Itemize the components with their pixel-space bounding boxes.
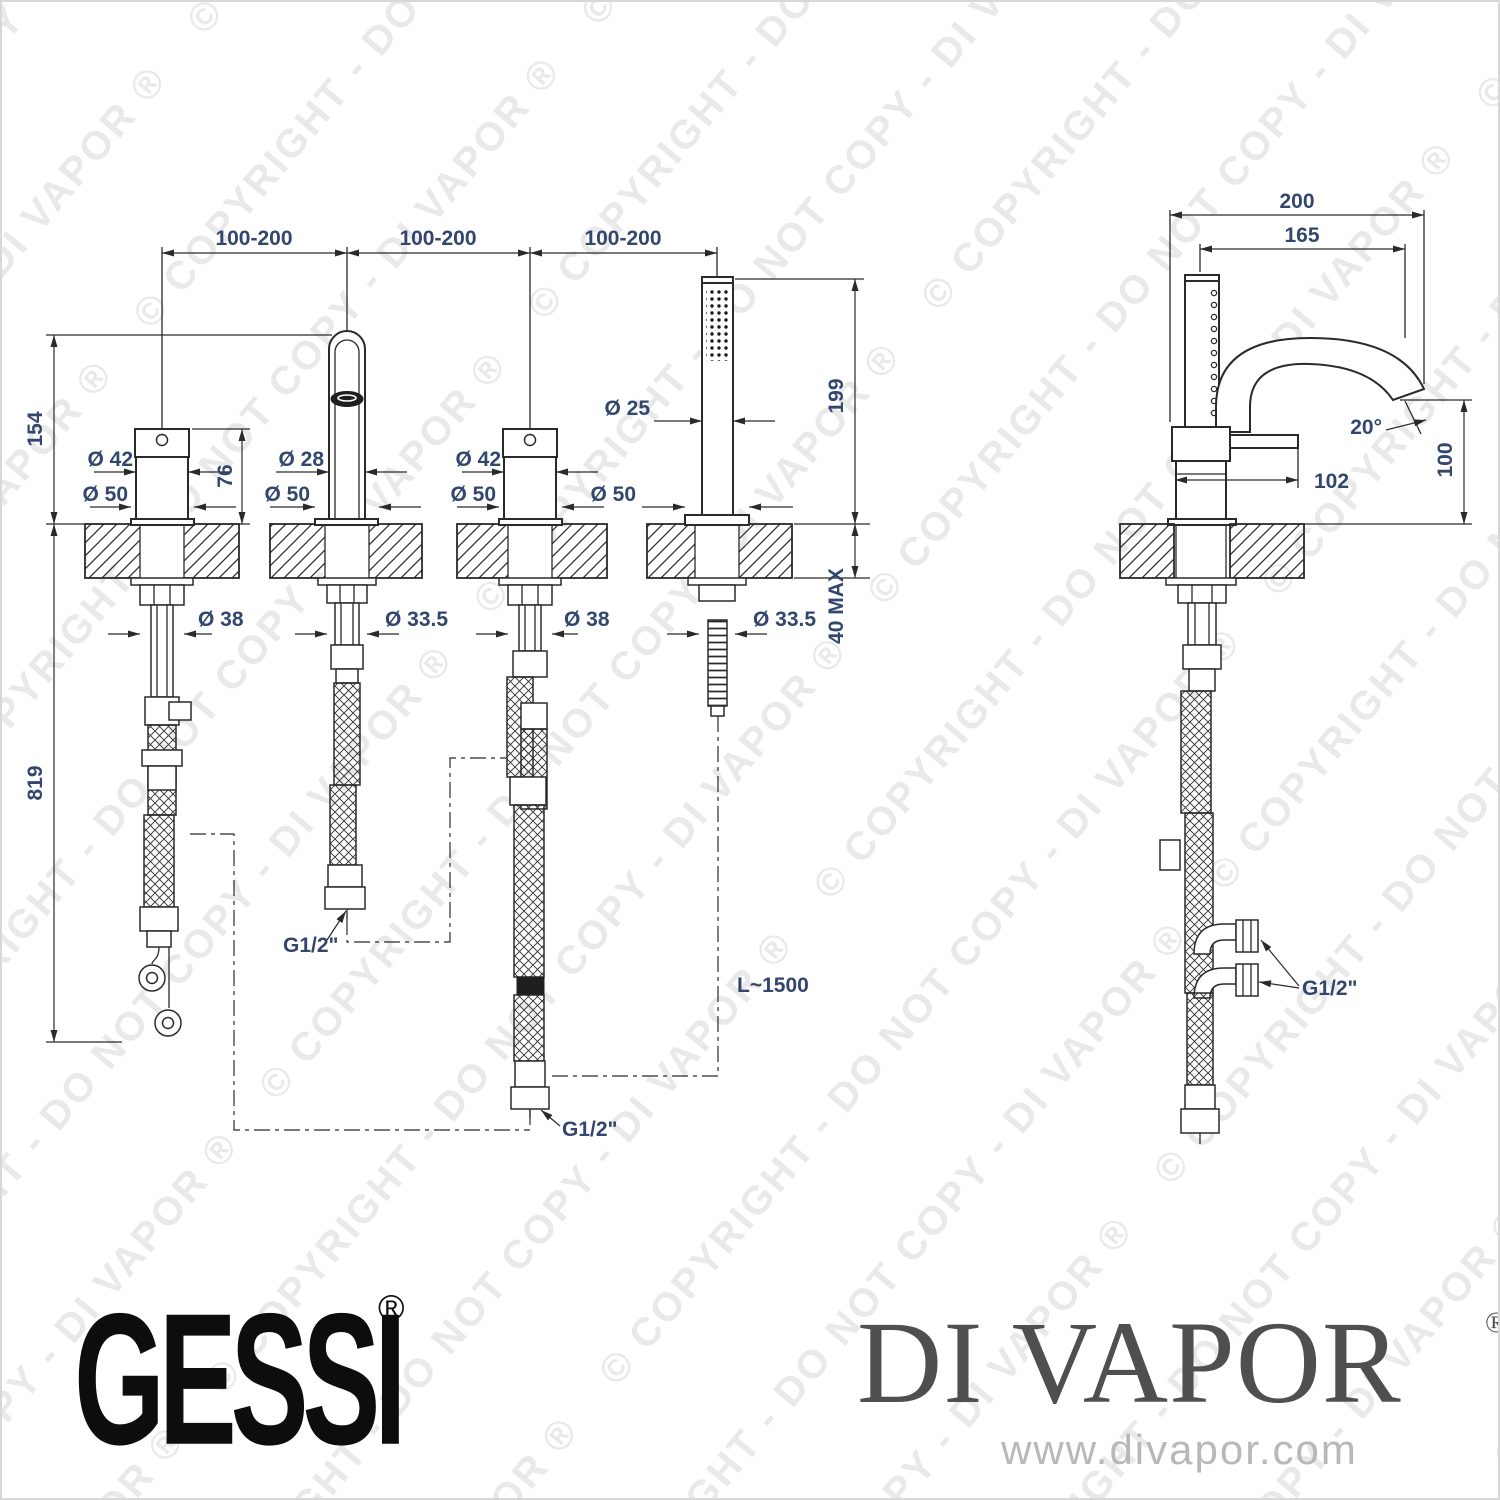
- handle-1: [130, 428, 195, 526]
- dim-outlet-height: 100: [1434, 442, 1457, 477]
- front-deck: [84, 522, 793, 580]
- handle-1-hoses: [130, 577, 194, 1037]
- dim-spout-connection: G1/2": [283, 934, 338, 957]
- side-connection-label: G1/2": [1258, 939, 1357, 1000]
- spout: [314, 330, 379, 526]
- front-left-dimensions: 154 819: [24, 334, 332, 1043]
- handle-2-connection-label: G1/2": [540, 1109, 617, 1141]
- dim-deck-thickness: 40 MAX: [825, 568, 848, 644]
- dim-handle2-shank: Ø 38: [564, 608, 610, 631]
- technical-drawing: 100-200 100-200 100-200 154 819: [24, 190, 1472, 1144]
- side-body-depth-dimension: 102: [1175, 449, 1349, 493]
- divapor-logo: DI VAPOR ® www.divapor.com: [857, 1297, 1498, 1474]
- handshower-spray-face: [706, 289, 729, 361]
- dim-spout-reach: 165: [1284, 224, 1319, 247]
- dim-spout-height: 154: [24, 411, 47, 446]
- dim-spout-shank: Ø 33.5: [385, 608, 448, 631]
- spout-connection-label: G1/2": [283, 910, 347, 957]
- dim-side-connection: G1/2": [1302, 977, 1357, 1000]
- handle-1-dimensions: Ø 42 Ø 50 76: [82, 428, 250, 525]
- dim-handle2-base: Ø 50: [450, 483, 496, 506]
- divapor-registered-mark: ®: [1485, 1306, 1498, 1340]
- dim-spacing-2: 100-200: [399, 227, 476, 250]
- dim-handshower-dia: Ø 25: [604, 397, 650, 420]
- front-top-spacing-dimension: 100-200 100-200 100-200: [161, 227, 718, 429]
- dim-handshower-base: Ø 50: [590, 483, 636, 506]
- divapor-logo-text: DI VAPOR: [857, 1297, 1402, 1428]
- hose-routing-centerlines: [190, 716, 719, 1131]
- front-shank-dimensions: Ø 38 Ø 33.5 Ø 38 Ø 33.5: [108, 608, 816, 638]
- gessi-registered-mark: ®: [378, 1287, 405, 1328]
- side-top-dimensions: 200 165: [1169, 190, 1425, 422]
- dim-handle2-dia: Ø 42: [455, 448, 501, 471]
- dim-body-depth: 102: [1314, 470, 1349, 493]
- dim-handle2-connection: G1/2": [562, 1118, 617, 1141]
- gessi-logo-text: GESSI: [74, 1273, 407, 1484]
- dim-handle1-shank: Ø 38: [198, 608, 244, 631]
- handle-2: [498, 428, 563, 526]
- side-body: [1167, 426, 1299, 526]
- side-hoses: [1159, 577, 1259, 1144]
- side-handshower-wand: [1184, 274, 1220, 428]
- dim-handle1-base: Ø 50: [82, 483, 128, 506]
- handshower-dimensions: Ø 25 Ø 50 199 40 MAX: [590, 278, 870, 644]
- side-outlet-height-dimension: 100: [1304, 399, 1472, 525]
- dim-spacing-3: 100-200: [584, 227, 661, 250]
- side-deck: [1119, 523, 1305, 579]
- dim-below-deck-length: 819: [24, 765, 47, 800]
- dim-handshower-hose-length: L~1500: [737, 974, 809, 997]
- dim-spout-angle: 20°: [1350, 416, 1382, 439]
- front-view: 100-200 100-200 100-200 154 819: [24, 227, 870, 1141]
- dim-spout-base: Ø 50: [264, 483, 310, 506]
- side-spout: [1215, 336, 1426, 433]
- handshower-hose: [687, 577, 747, 717]
- handle-2-hoses: [498, 577, 562, 1118]
- spout-dimensions: Ø 28 Ø 50: [264, 448, 421, 511]
- dim-handle1-height: 76: [214, 464, 237, 487]
- side-angle-annotation: 20°: [1350, 400, 1427, 439]
- dim-handle1-dia: Ø 42: [87, 448, 133, 471]
- divapor-url: www.divapor.com: [1001, 1426, 1358, 1473]
- handshower: [684, 276, 750, 526]
- dim-handshower-shank: Ø 33.5: [753, 608, 816, 631]
- handle-2-dimensions: Ø 42 Ø 50: [450, 448, 604, 511]
- dim-spout-dia: Ø 28: [278, 448, 324, 471]
- dim-spacing-1: 100-200: [215, 227, 292, 250]
- side-view: 200 165: [1119, 190, 1472, 1144]
- spout-hose: [317, 577, 377, 919]
- dim-handshower-height: 199: [825, 378, 848, 413]
- dim-overall-depth: 200: [1279, 190, 1314, 213]
- gessi-logo: GESSI ®: [74, 1285, 414, 1480]
